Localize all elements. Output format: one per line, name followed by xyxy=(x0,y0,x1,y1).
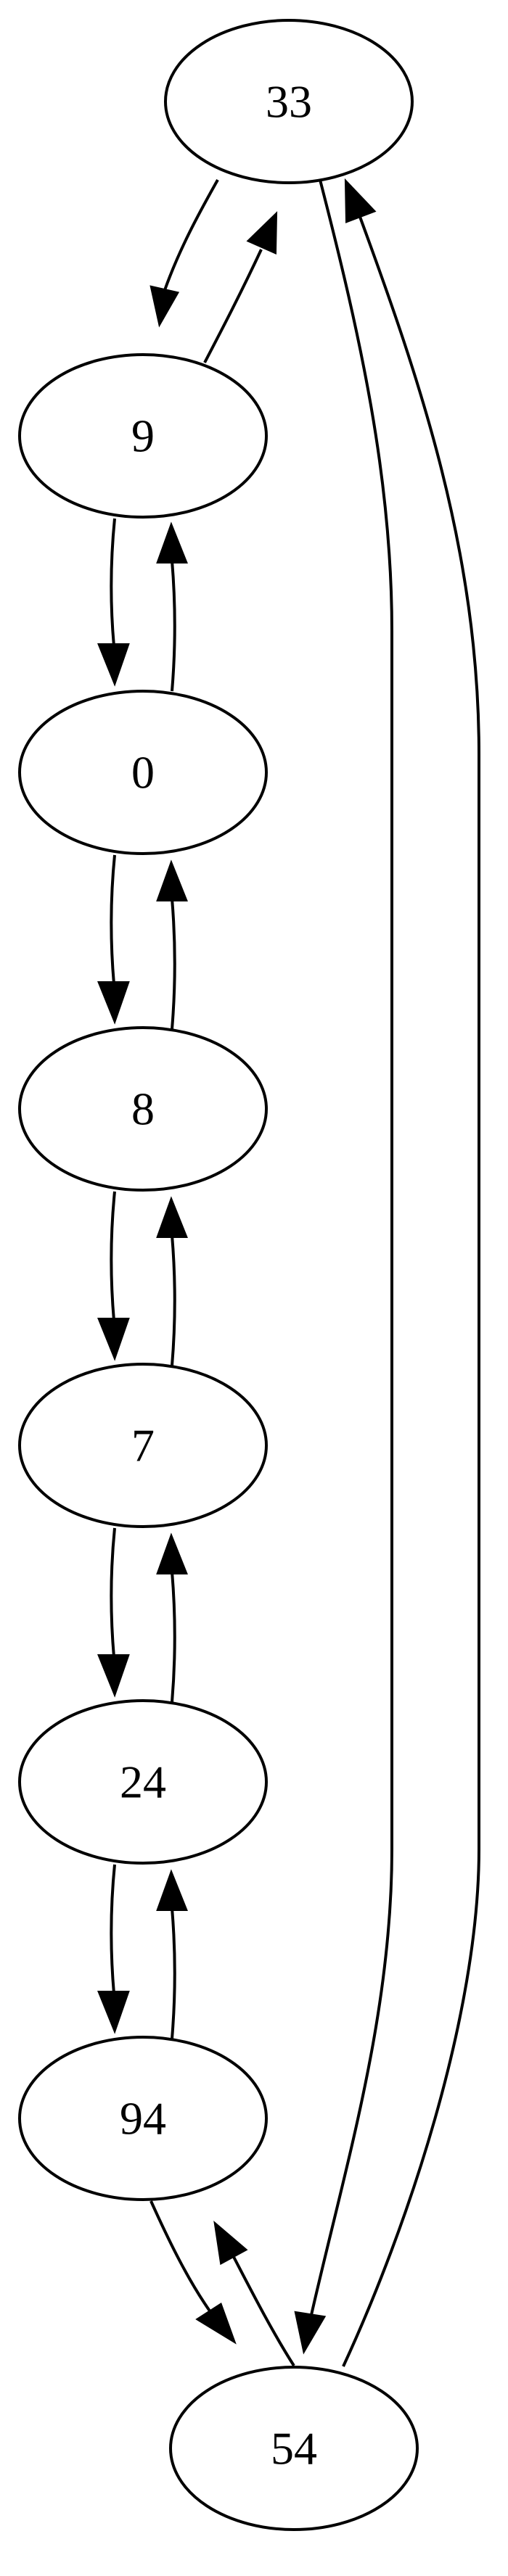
arrowhead xyxy=(156,1869,188,1911)
edge-94-to-24 xyxy=(156,1869,188,2039)
node-0: 0 xyxy=(18,690,268,855)
edge-line xyxy=(171,898,176,1030)
edge-9-to-33 xyxy=(203,211,278,363)
edge-line xyxy=(171,1571,176,1703)
node-ellipse xyxy=(164,19,414,184)
edge-0-to-8 xyxy=(97,854,130,1025)
arrowhead xyxy=(213,2220,248,2266)
edge-line xyxy=(110,1864,116,1994)
node-33: 33 xyxy=(164,19,414,184)
edge-8-to-7 xyxy=(97,1191,130,1361)
edge-line xyxy=(342,216,480,2367)
edge-line xyxy=(171,1907,176,2039)
edge-7-to-24 xyxy=(97,1527,130,1698)
node-label: 9 xyxy=(131,410,155,462)
edge-line xyxy=(163,179,219,291)
node-label: 24 xyxy=(120,1756,166,1808)
arrowhead xyxy=(246,211,278,255)
edge-7-to-8 xyxy=(156,1196,188,1366)
node-7: 7 xyxy=(18,1363,268,1528)
node-9: 9 xyxy=(18,353,268,519)
node-ellipse xyxy=(18,353,268,519)
arrowhead xyxy=(149,285,180,328)
node-ellipse xyxy=(18,1026,268,1192)
node-ellipse xyxy=(18,1699,268,1865)
edge-line xyxy=(110,854,116,985)
edge-9-to-0 xyxy=(97,518,130,687)
arrowhead xyxy=(344,178,377,223)
node-label: 0 xyxy=(131,747,155,798)
arrowhead xyxy=(156,1196,188,1238)
edge-24-to-7 xyxy=(156,1532,188,1703)
edge-line xyxy=(110,1527,116,1658)
arrowhead xyxy=(97,1654,130,1698)
edge-94-to-54 xyxy=(149,2200,237,2345)
arrowhead xyxy=(97,981,130,1025)
arrowhead xyxy=(156,859,188,901)
node-54: 54 xyxy=(169,2366,419,2531)
arrowhead xyxy=(156,521,188,564)
nodes: 33 9 0 8 7 24 94 54 xyxy=(18,19,419,2531)
node-ellipse xyxy=(18,2036,268,2201)
edge-line xyxy=(310,179,393,2316)
arrowhead xyxy=(195,2302,237,2345)
edge-line xyxy=(149,2200,212,2313)
node-ellipse xyxy=(18,1363,268,1528)
node-label: 33 xyxy=(266,76,312,128)
edge-24-to-94 xyxy=(97,1864,130,2034)
edge-8-to-0 xyxy=(156,859,188,1030)
edge-33-to-9 xyxy=(149,179,219,328)
arrowhead xyxy=(97,643,130,687)
edge-line xyxy=(110,1191,116,1321)
node-label: 7 xyxy=(131,1420,155,1471)
edge-33-to-54 xyxy=(294,179,393,2355)
node-94: 94 xyxy=(18,2036,268,2201)
node-label: 54 xyxy=(271,2423,317,2474)
edge-line xyxy=(203,249,263,363)
arrowhead xyxy=(97,1318,130,1361)
edge-line xyxy=(110,518,116,647)
node-ellipse xyxy=(18,690,268,855)
edges xyxy=(97,178,480,2367)
arrowhead xyxy=(294,2311,327,2355)
node-24: 24 xyxy=(18,1699,268,1865)
edge-line xyxy=(232,2256,295,2367)
edge-54-to-94 xyxy=(213,2220,295,2367)
edge-line xyxy=(171,560,176,692)
node-label: 8 xyxy=(131,1083,155,1135)
edge-line xyxy=(171,1234,176,1366)
edge-54-to-33 xyxy=(342,178,480,2367)
edge-0-to-9 xyxy=(156,521,188,692)
node-label: 94 xyxy=(120,2093,166,2144)
node-8: 8 xyxy=(18,1026,268,1192)
arrowhead xyxy=(97,1991,130,2034)
node-ellipse xyxy=(169,2366,419,2531)
arrowhead xyxy=(156,1532,188,1574)
